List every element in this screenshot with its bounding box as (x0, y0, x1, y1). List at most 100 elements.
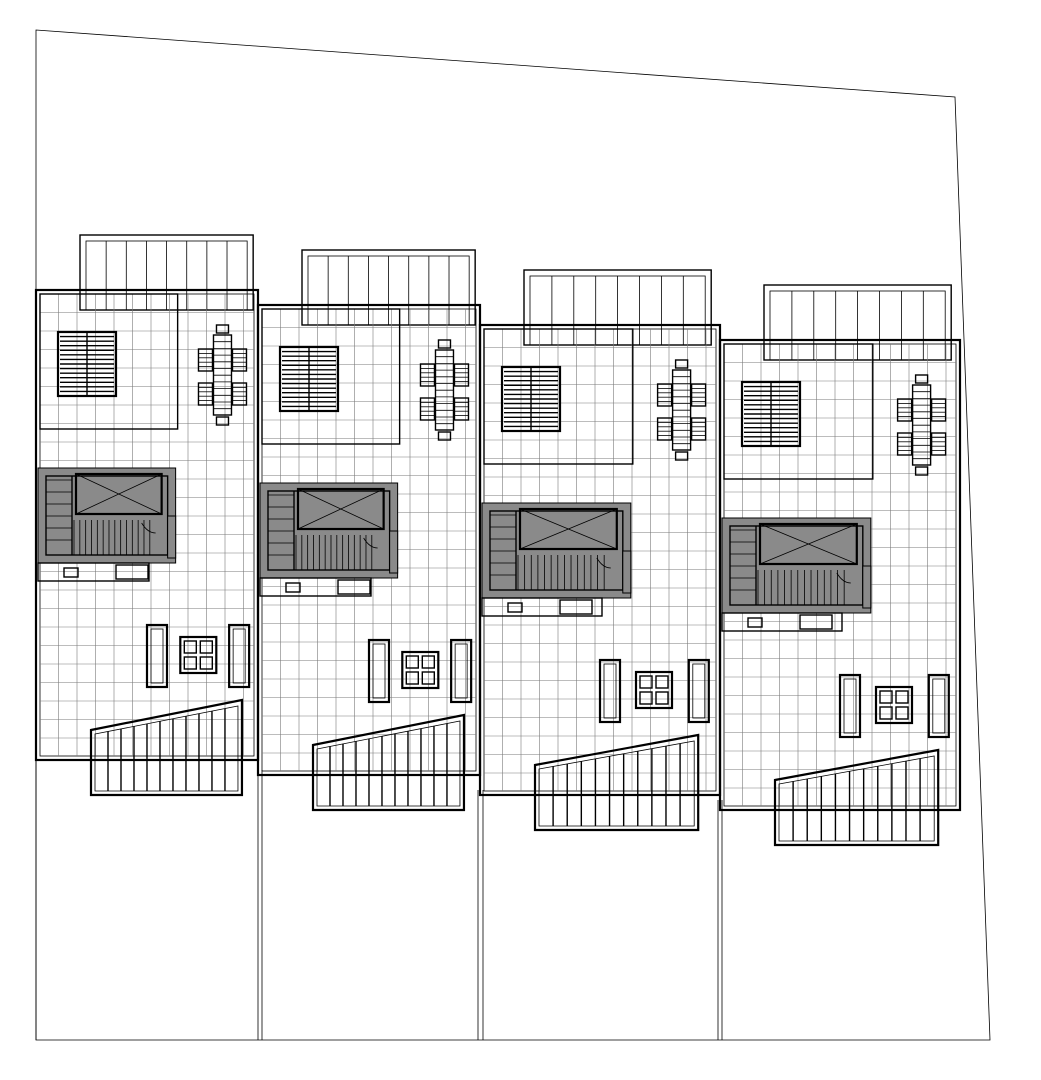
sofa-right-seat (454, 643, 468, 699)
tank-large (559, 599, 593, 615)
sofa-right (228, 623, 251, 689)
dining-set-icon (197, 324, 248, 426)
void-opening (518, 507, 618, 551)
dining-set-icon (419, 339, 470, 441)
coffee-table-panel (405, 655, 419, 669)
coffee-table-icon (401, 650, 440, 690)
void-cross (759, 523, 857, 565)
dining-chair (197, 382, 214, 406)
sofa-right (927, 673, 950, 739)
front-stair-outline (311, 713, 466, 812)
dining-chair-end (215, 324, 230, 334)
lounge-set (145, 623, 218, 689)
door-swing (836, 572, 851, 584)
coffee-table-icon (634, 670, 674, 710)
coffee-table (179, 635, 218, 675)
lounge-set (838, 673, 914, 739)
front-stair-inner (778, 755, 935, 842)
coffee-table-panel (421, 671, 435, 685)
dining-chair (656, 383, 673, 407)
coffee-table (401, 650, 440, 690)
tank-large (115, 564, 149, 580)
void-opening (296, 487, 385, 531)
tank-large (337, 579, 371, 595)
stair-icon (721, 517, 872, 614)
tank-large (799, 614, 833, 630)
coffee-table-icon (874, 685, 914, 725)
coffee-table-panel (895, 706, 909, 720)
sofa-right (687, 658, 710, 724)
sofa-icon (367, 638, 391, 704)
pergola-icon (301, 249, 476, 326)
coffee-table-panel (405, 671, 419, 685)
door-jamb (167, 515, 177, 559)
dining-set-icon (656, 359, 707, 461)
storage-strip (721, 612, 843, 632)
stair-icon (481, 502, 632, 599)
terrace-outline (718, 338, 962, 812)
dining-chair (930, 398, 947, 422)
sofa-icon (228, 623, 251, 689)
gravel-area (483, 328, 634, 465)
gravel-area (39, 293, 179, 430)
sofa-left-seat (603, 663, 617, 719)
sofa-left-seat (150, 628, 164, 684)
pergola-icon (523, 269, 712, 346)
coffee-table-panel (183, 656, 198, 670)
coffee-table-panel (421, 655, 435, 669)
pergola-icon (79, 234, 254, 311)
lounge-set (598, 658, 674, 724)
tank-small (285, 582, 301, 593)
sofa-right-seat (232, 628, 246, 684)
sofa-icon (687, 658, 710, 724)
tank-small (507, 602, 523, 613)
sofa-right (450, 638, 473, 704)
lounge-set (367, 638, 440, 704)
coffee-table-panel (639, 675, 653, 689)
dining-chair-end (437, 431, 452, 441)
door-swing (363, 537, 378, 549)
stair-wall (37, 467, 177, 564)
sofa-icon (927, 673, 950, 739)
pergola-icon (763, 284, 952, 361)
door-swing (596, 557, 611, 569)
front-stair-inner (94, 705, 239, 792)
void-cross (297, 488, 384, 530)
dining-chair (197, 348, 214, 372)
dining-chair (690, 383, 707, 407)
unit-4 (718, 284, 962, 847)
garden-dividers (35, 760, 723, 1040)
front-stair-inner (538, 740, 695, 827)
dining-chair (896, 398, 913, 422)
dining-chair (656, 417, 673, 441)
dining-chair (930, 432, 947, 456)
stair-icon (37, 467, 177, 564)
dining-chair (231, 348, 248, 372)
skylight-icon (500, 365, 562, 433)
sofa-left-seat (843, 678, 857, 734)
gravel-area (723, 343, 874, 480)
tank-icon (37, 562, 150, 582)
coffee-table-panel (199, 656, 214, 670)
unit-2 (256, 249, 482, 812)
dining-chair-end (215, 416, 230, 426)
sofa-icon (145, 623, 169, 689)
coffee-table (874, 685, 914, 725)
sofa-right-seat (692, 663, 706, 719)
door-jamb (862, 565, 872, 609)
unit-1 (34, 234, 260, 797)
coffee-table-panel (183, 640, 198, 654)
stair-icon (259, 482, 399, 579)
void-cross (75, 473, 162, 515)
stair-icon (533, 733, 700, 832)
sofa-icon (838, 673, 862, 739)
stair-wall (259, 482, 399, 579)
door-jamb (622, 550, 632, 594)
tank-icon (481, 597, 603, 617)
unit-3 (478, 269, 722, 832)
storage-strip (259, 577, 372, 597)
gravel-area (261, 308, 401, 445)
coffee-table-panel (639, 691, 653, 705)
dining-chair (419, 363, 436, 387)
sofa-left (598, 658, 622, 724)
